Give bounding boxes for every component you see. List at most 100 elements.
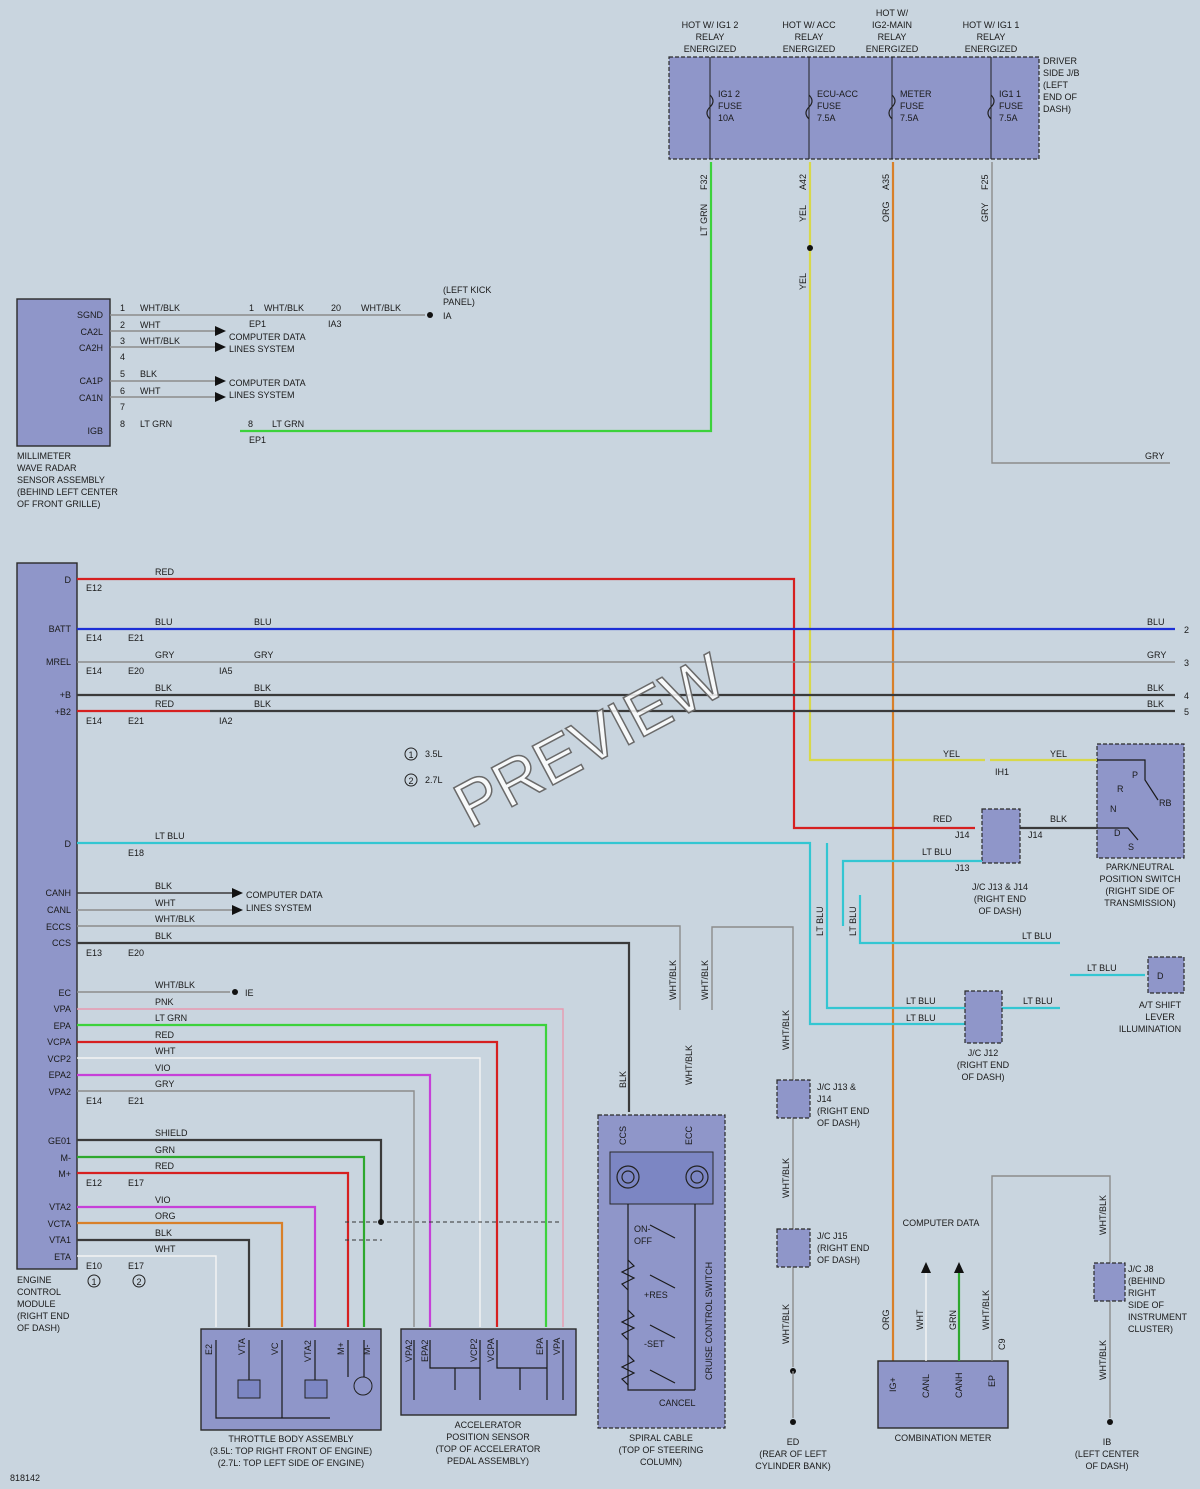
svg-text:BLK: BLK xyxy=(1147,683,1164,693)
svg-text:(LEFT CENTER: (LEFT CENTER xyxy=(1075,1449,1140,1459)
wire-color: YEL xyxy=(798,205,808,222)
svg-text:SHIELD: SHIELD xyxy=(155,1128,188,1138)
svg-text:WHT/BLK: WHT/BLK xyxy=(781,1010,791,1050)
fuse-rating: 7.5A xyxy=(817,113,836,123)
svg-text:E10: E10 xyxy=(86,1261,102,1271)
svg-text:COMPUTER DATA: COMPUTER DATA xyxy=(229,332,306,342)
svg-text:E21: E21 xyxy=(128,1096,144,1106)
svg-text:7: 7 xyxy=(120,402,125,412)
pin-igb: IGB xyxy=(87,426,103,436)
svg-text:POSITION SWITCH: POSITION SWITCH xyxy=(1100,874,1181,884)
svg-text:E12: E12 xyxy=(86,1178,102,1188)
svg-text:BLU: BLU xyxy=(155,617,173,627)
spiral-icon xyxy=(685,1165,709,1189)
svg-text:C9: C9 xyxy=(997,1338,1007,1350)
fuse-name: ECU-ACC xyxy=(817,89,859,99)
svg-text:6: 6 xyxy=(120,386,125,396)
shift-illumination-wiring: LT BLU LT BLU LT BLU LT BLU LT BLU LT BL… xyxy=(815,843,1185,1082)
svg-text:INSTRUMENT: INSTRUMENT xyxy=(1128,1312,1187,1322)
svg-text:E20: E20 xyxy=(128,666,144,676)
svg-text:EC: EC xyxy=(58,988,71,998)
svg-text:LT BLU: LT BLU xyxy=(155,831,185,841)
svg-text:MODULE: MODULE xyxy=(17,1299,56,1309)
svg-text:BLK: BLK xyxy=(140,369,157,379)
svg-text:WHT/BLK: WHT/BLK xyxy=(781,1304,791,1344)
svg-text:RIGHT: RIGHT xyxy=(1128,1288,1157,1298)
svg-text:VIO: VIO xyxy=(155,1063,171,1073)
svg-text:E18: E18 xyxy=(128,848,144,858)
svg-text:E13: E13 xyxy=(86,948,102,958)
svg-text:GRN: GRN xyxy=(155,1145,175,1155)
svg-text:R: R xyxy=(1117,784,1124,794)
relay-label: RELAY xyxy=(977,32,1006,42)
svg-text:(RIGHT END: (RIGHT END xyxy=(957,1060,1010,1070)
ecm-lower-wires: WHT/BLK IE PNK LT GRN RED WHT VIO GRY E1… xyxy=(77,980,564,1327)
svg-text:2.7L: 2.7L xyxy=(425,775,443,785)
svg-text:VTA2: VTA2 xyxy=(49,1202,71,1212)
ecm-upper-wires: RED E12 BLU BLU BLU E14 E21 GRY GRY GRY … xyxy=(77,567,1189,1367)
relay-label: HOT W/ IG1 2 xyxy=(682,20,739,30)
svg-text:(2.7L: TOP LEFT SIDE OF ENGINE: (2.7L: TOP LEFT SIDE OF ENGINE) xyxy=(218,1458,364,1468)
svg-text:J/C J15: J/C J15 xyxy=(817,1231,848,1241)
svg-text:SIDE J/B: SIDE J/B xyxy=(1043,68,1080,78)
svg-text:OF DASH): OF DASH) xyxy=(817,1118,860,1128)
ecm-caption: ENGINE CONTROL MODULE (RIGHT END OF DASH… xyxy=(17,1275,70,1333)
svg-text:2: 2 xyxy=(408,776,413,786)
svg-text:IA2: IA2 xyxy=(219,716,233,726)
svg-text:BLU: BLU xyxy=(1147,617,1165,627)
svg-text:VCP2: VCP2 xyxy=(469,1338,479,1362)
svg-text:M-: M- xyxy=(362,1345,372,1356)
svg-text:ECCS: ECCS xyxy=(46,922,71,932)
svg-text:COMPUTER DATA: COMPUTER DATA xyxy=(229,378,306,388)
svg-text:20: 20 xyxy=(331,303,341,313)
svg-text:ORG: ORG xyxy=(881,1309,891,1330)
svg-text:WHT/BLK: WHT/BLK xyxy=(981,1290,991,1330)
millimeter-wave-radar-sensor: SGND CA2L CA2H CA1P CA1N IGB MILLIMETER … xyxy=(16,285,491,509)
svg-text:VCTA: VCTA xyxy=(48,1219,71,1229)
svg-text:BLK: BLK xyxy=(155,683,172,693)
svg-text:MREL: MREL xyxy=(46,657,71,667)
svg-text:1: 1 xyxy=(91,1277,96,1287)
svg-text:VTA2: VTA2 xyxy=(303,1340,313,1362)
svg-text:BLK: BLK xyxy=(155,931,172,941)
svg-text:J/C J8: J/C J8 xyxy=(1128,1264,1154,1274)
fuse-name: IG1 1 xyxy=(999,89,1021,99)
svg-text:E20: E20 xyxy=(128,948,144,958)
svg-text:(RIGHT SIDE OF: (RIGHT SIDE OF xyxy=(1105,886,1175,896)
svg-text:ED: ED xyxy=(787,1437,800,1447)
jb-output-wires: F32 LT GRN A42 YEL YEL A35 ORG F25 GRY G… xyxy=(240,162,1170,1367)
svg-text:DASH): DASH) xyxy=(1043,104,1071,114)
svg-text:CLUSTER): CLUSTER) xyxy=(1128,1324,1173,1334)
relay-label: HOT W/ ACC xyxy=(782,20,836,30)
svg-text:EP: EP xyxy=(987,1375,997,1387)
ground-icon xyxy=(427,312,433,318)
svg-text:E21: E21 xyxy=(128,633,144,643)
fuse-icon xyxy=(888,94,896,120)
relay-label: RELAY xyxy=(878,32,907,42)
svg-text:2: 2 xyxy=(136,1277,141,1287)
svg-text:BLK: BLK xyxy=(155,1228,172,1238)
svg-text:CCS: CCS xyxy=(618,1126,628,1145)
svg-text:LT BLU: LT BLU xyxy=(815,906,825,936)
svg-text:OF DASH): OF DASH) xyxy=(961,1072,1004,1082)
jc-j13-j14-upper: RED J14 LT BLU J13 J/C J13 & J14 (RIGHT … xyxy=(841,808,1028,926)
park-neutral-caption: PARK/NEUTRAL POSITION SWITCH (RIGHT SIDE… xyxy=(1100,862,1181,908)
shield-dashes xyxy=(345,1219,560,1241)
svg-text:THROTTLE BODY ASSEMBLY: THROTTLE BODY ASSEMBLY xyxy=(228,1434,353,1444)
svg-text:RED: RED xyxy=(155,1030,175,1040)
relay-labels: HOT W/ IG1 2 RELAY ENERGIZED HOT W/ ACC … xyxy=(682,8,1020,54)
svg-text:IA3: IA3 xyxy=(328,319,342,329)
svg-text:GRY: GRY xyxy=(155,650,174,660)
svg-text:COMPUTER DATA: COMPUTER DATA xyxy=(246,890,323,900)
wire-color: YEL xyxy=(798,273,808,290)
svg-text:ORG: ORG xyxy=(155,1211,176,1221)
fuses: IG1 2 FUSE 10A ECU-ACC FUSE 7.5A METER F… xyxy=(706,57,1023,159)
svg-text:RED: RED xyxy=(155,1161,175,1171)
pin-label: F25 xyxy=(980,174,990,190)
svg-text:E14: E14 xyxy=(86,716,102,726)
svg-text:(REAR OF LEFT: (REAR OF LEFT xyxy=(759,1449,827,1459)
svg-text:OF DASH): OF DASH) xyxy=(817,1255,860,1265)
svg-text:VPA: VPA xyxy=(54,1004,71,1014)
svg-text:WHT/BLK: WHT/BLK xyxy=(684,1045,694,1085)
